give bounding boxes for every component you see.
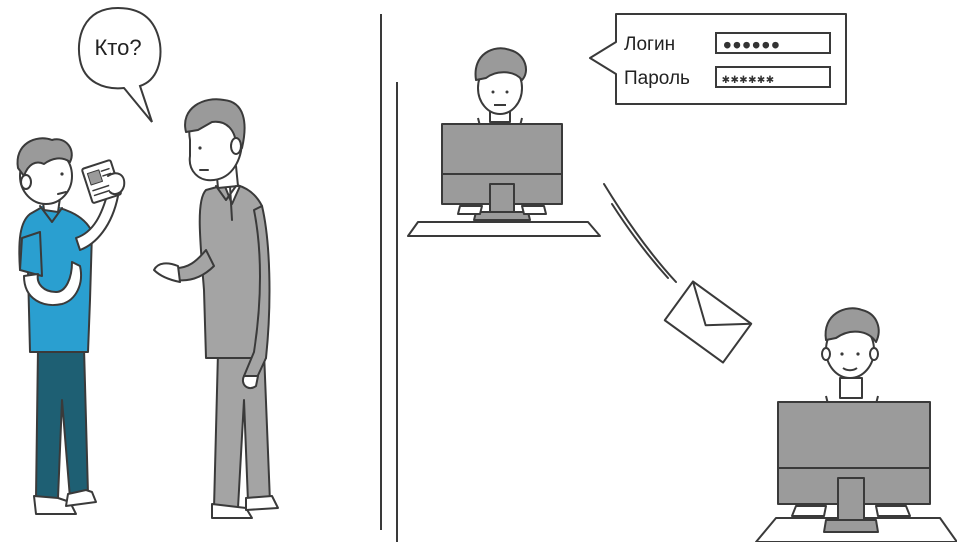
envelope-icon <box>665 281 751 362</box>
user-at-computer-bottom <box>756 308 957 542</box>
speech-bubble: Кто? <box>79 8 161 122</box>
scene-divider <box>381 14 397 542</box>
login-form-callout: Логин ●●●●●● Пароль ✱✱✱✱✱✱ <box>590 14 846 104</box>
password-label: Пароль <box>624 68 690 89</box>
user-at-computer-top <box>408 48 600 236</box>
man-in-suit-figure <box>154 99 278 518</box>
speech-bubble-text: Кто? <box>94 35 141 60</box>
login-field-value: ●●●●●● <box>724 38 782 51</box>
login-label: Логин <box>624 34 675 55</box>
boy-figure <box>18 138 125 514</box>
motion-lines <box>604 184 676 282</box>
password-field-value: ✱✱✱✱✱✱ <box>722 72 775 87</box>
